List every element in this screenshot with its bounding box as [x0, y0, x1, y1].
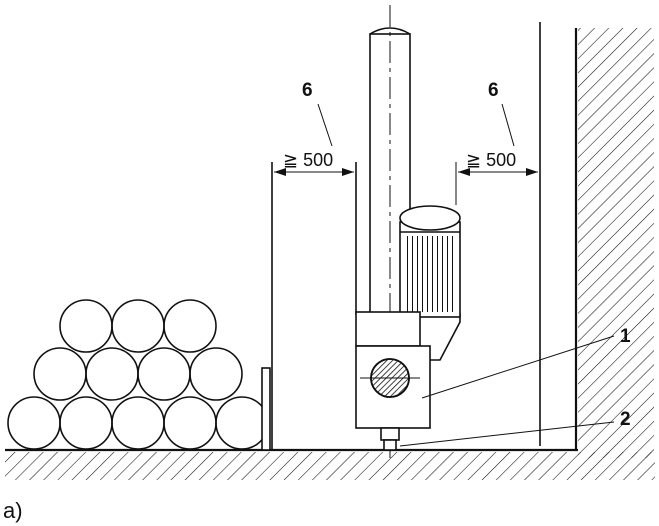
dimension-left-value: ≧ 500	[283, 150, 333, 170]
carriage-housing	[355, 311, 431, 429]
dimension-right-tag: 6	[488, 80, 499, 101]
subfigure-label: a)	[3, 498, 23, 523]
round-stock-stack	[7, 299, 269, 450]
stock-bar	[163, 396, 217, 450]
stop-plate	[261, 367, 271, 451]
stock-bar	[59, 299, 113, 353]
floor-hatching	[5, 452, 655, 480]
stock-bar	[215, 396, 269, 450]
housing-upper	[355, 311, 421, 347]
stock-bar	[111, 299, 165, 353]
stock-bar	[111, 396, 165, 450]
motor-cooling-ribs	[405, 236, 455, 312]
dimension-right	[455, 103, 538, 205]
guide-shoe	[380, 427, 400, 451]
leader-dim-left	[317, 103, 333, 147]
stock-bar	[59, 396, 113, 450]
leader-part-2	[399, 421, 615, 447]
motor-cap	[399, 205, 461, 231]
stock-bar	[163, 299, 217, 353]
leader-part-1	[421, 335, 615, 399]
column-top-ellipse	[369, 27, 411, 35]
stock-bar	[189, 347, 243, 401]
stock-bar	[85, 347, 139, 401]
stock-bar	[137, 347, 191, 401]
part-1-label: 1	[620, 326, 631, 347]
leader-dim-right	[501, 103, 515, 147]
dimension-right-value: ≧ 500	[466, 150, 516, 170]
dimension-left-tag: 6	[302, 80, 313, 101]
part-2-label: 2	[620, 409, 631, 430]
dimension-left	[274, 103, 354, 176]
stock-bar	[7, 396, 61, 450]
stock-bar	[33, 347, 87, 401]
wall-hatching	[578, 28, 654, 458]
